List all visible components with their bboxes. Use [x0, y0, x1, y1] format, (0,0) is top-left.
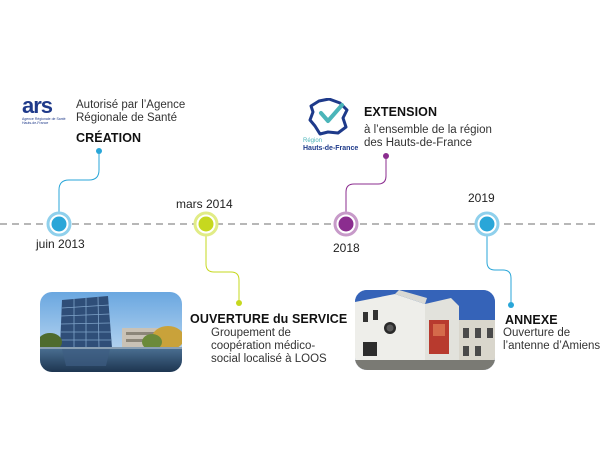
- extension-description: à l’ensemble de la région des Hauts-de-F…: [364, 124, 492, 150]
- connector-dot-creation: [96, 148, 102, 154]
- connector-dot-ouverture: [236, 300, 242, 306]
- building-photo-drawing: [40, 292, 182, 372]
- connector-ouverture: [205, 236, 240, 302]
- ars-logo: ars Agence Régionale de Santé Hauts-de-F…: [22, 93, 72, 126]
- ars-logo-subtext-1: Agence Régionale de Santé: [22, 117, 66, 121]
- extension-line-1: à l’ensemble de la région: [364, 124, 492, 136]
- ouverture-line-3: social localisé à LOOS: [211, 353, 327, 365]
- creation-description: Autorisé par l’Agence Régionale de Santé: [76, 99, 185, 125]
- extension-line-2: des Hauts-de-France: [364, 137, 473, 149]
- marker-2013: [46, 211, 72, 237]
- annexe-description: Ouverture de l’antenne d’Amiens: [503, 327, 600, 353]
- ouverture-title: OUVERTURE du SERVICE: [190, 312, 348, 326]
- france-map-icon: [308, 98, 349, 136]
- marker-2018: [333, 211, 359, 237]
- connector-annexe: [486, 236, 512, 303]
- region-logo: Région Hauts-de-France: [303, 98, 359, 154]
- creation-title: CRÉATION: [76, 131, 142, 145]
- date-2019: 2019: [468, 191, 495, 205]
- creation-line-2: Régionale de Santé: [76, 112, 178, 124]
- region-logo-label-1: Région: [303, 138, 323, 144]
- annexe-line-2: l’antenne d’Amiens: [503, 340, 600, 352]
- marker-2019: [474, 211, 500, 237]
- creation-line-1: Autorisé par l’Agence: [76, 99, 186, 111]
- annexe-line-1: Ouverture de: [503, 327, 571, 339]
- ouverture-description: Groupement de coopération médico- social…: [211, 327, 327, 366]
- ars-logo-wordmark: ars: [22, 93, 53, 118]
- extension-title: EXTENSION: [364, 105, 438, 119]
- connector-dot-annexe: [508, 302, 514, 308]
- connector-creation: [58, 152, 100, 214]
- ouverture-line-1: Groupement de: [211, 327, 291, 339]
- connector-dot-extension: [383, 153, 389, 159]
- annexe-title: ANNEXE: [505, 313, 558, 327]
- ouverture-line-2: coopération médico-: [211, 340, 316, 352]
- amiens-photo-drawing: [355, 290, 495, 370]
- ars-logo-subtext-2: Hauts-de-France: [22, 121, 49, 125]
- connector-extension: [345, 158, 387, 214]
- region-logo-label-2: Hauts-de-France: [303, 145, 359, 152]
- date-2014: mars 2014: [176, 197, 233, 211]
- photo-loos-building: [40, 292, 182, 372]
- date-2018: 2018: [333, 241, 360, 255]
- date-2013: juin 2013: [36, 237, 85, 251]
- marker-2014: [193, 211, 219, 237]
- photo-amiens-building: [355, 290, 495, 370]
